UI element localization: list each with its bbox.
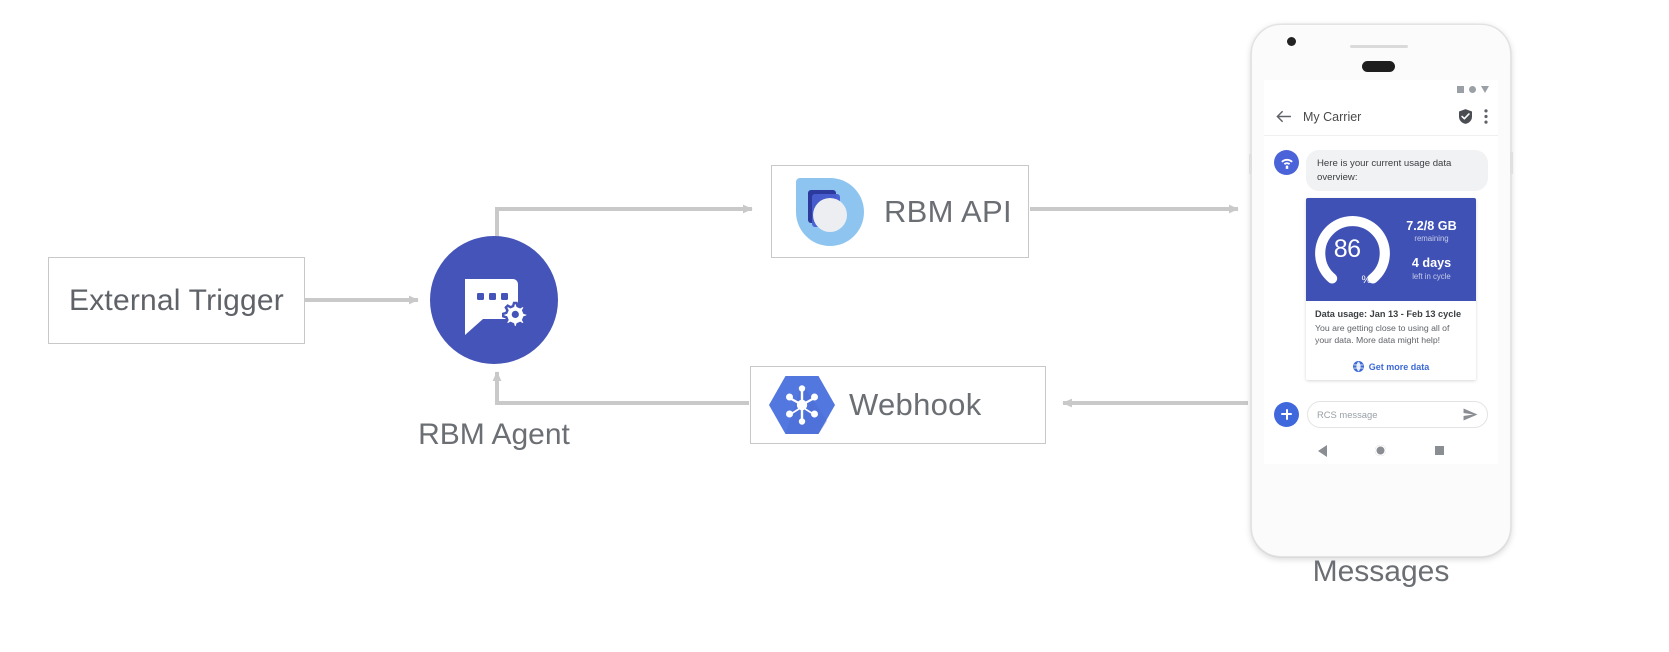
webhook-node[interactable]: Webhook	[750, 366, 1046, 444]
rbm-agent-circle	[430, 236, 558, 364]
rich-card[interactable]: 86 % 7.2/8 GB remaining 4 days le	[1306, 198, 1476, 381]
phone-mockup: My Carrier	[1249, 24, 1513, 557]
status-bar	[1264, 80, 1498, 98]
rbm-api-node[interactable]: RBM API	[771, 165, 1029, 258]
power-button[interactable]	[1510, 152, 1513, 174]
app-bar-title: My Carrier	[1303, 109, 1362, 124]
gauge-value: 86 %	[1310, 207, 1395, 292]
rbm-api-label: RBM API	[884, 193, 1012, 229]
nav-recents-icon[interactable]	[1434, 446, 1444, 455]
card-title: Data usage: Jan 13 - Feb 13 cycle	[1315, 309, 1462, 320]
stat-sub: left in cycle	[1412, 271, 1451, 281]
volume-button[interactable]	[1249, 154, 1252, 174]
gauge-percent-sign: %	[1361, 274, 1372, 287]
rcs-wifi-glyph	[1280, 158, 1293, 169]
rbm-agent-node[interactable]: RBM Agent	[418, 236, 570, 451]
carrier-brand-icon	[1274, 150, 1299, 175]
verified-shield-icon	[1459, 109, 1472, 124]
earpiece	[1362, 61, 1395, 72]
cloud-functions-hexagon-icon	[769, 376, 835, 434]
stat-data-remaining: 7.2/8 GB remaining	[1395, 219, 1468, 243]
card-action-button[interactable]: Get more data	[1306, 352, 1476, 380]
back-arrow-icon[interactable]	[1276, 110, 1291, 123]
speaker-grille	[1350, 45, 1408, 48]
phone-screen: My Carrier	[1264, 80, 1498, 464]
card-description: You are getting close to using all of yo…	[1315, 323, 1450, 346]
dot-icon	[1469, 85, 1476, 93]
external-trigger-label: External Trigger	[69, 283, 284, 317]
connector-webhook-to-agent	[492, 371, 749, 405]
connector-agent-to-api	[495, 204, 753, 238]
stat-days-left: 4 days left in cycle	[1395, 256, 1468, 280]
triangle-down-icon	[1481, 85, 1489, 93]
data-usage-gauge: 86 %	[1310, 207, 1475, 369]
webhook-label: Webhook	[849, 387, 982, 422]
messages-label: Messages	[1312, 555, 1450, 588]
send-icon[interactable]	[1463, 407, 1478, 421]
stat-main: 4 days	[1411, 256, 1452, 271]
message-composer: RCS message	[1264, 392, 1498, 436]
gauge-number: 86	[1333, 235, 1361, 264]
card-action-label: Get more data	[1368, 361, 1430, 372]
nav-home-icon[interactable]	[1375, 445, 1387, 456]
nav-back-icon[interactable]	[1318, 444, 1328, 457]
globe-icon	[1352, 361, 1364, 373]
app-bar: My Carrier	[1264, 98, 1498, 136]
android-nav-bar	[1264, 437, 1498, 464]
rbm-agent-label: RBM Agent	[418, 418, 570, 451]
stat-main: 7.2/8 GB	[1406, 218, 1457, 233]
card-stats: 7.2/8 GB remaining 4 days left in cycle	[1395, 219, 1470, 281]
overflow-menu-icon[interactable]	[1484, 109, 1488, 124]
incoming-message-row: Here is your current usage data overview…	[1274, 150, 1488, 192]
conversation-area: Here is your current usage data overview…	[1264, 136, 1498, 411]
message-bubble: Here is your current usage data overview…	[1306, 150, 1488, 192]
card-body: Data usage: Jan 13 - Feb 13 cycle You ar…	[1306, 301, 1476, 352]
front-camera-icon	[1287, 37, 1296, 46]
chat-gear-icon	[465, 279, 529, 335]
rcs-message-input[interactable]: RCS message	[1307, 400, 1488, 428]
external-trigger-node[interactable]: External Trigger	[48, 257, 305, 344]
stat-sub: remaining	[1414, 234, 1449, 244]
card-media: 86 % 7.2/8 GB remaining 4 days le	[1306, 198, 1476, 369]
rbm-api-logo-icon	[796, 177, 864, 246]
plus-icon[interactable]	[1274, 401, 1299, 427]
square-icon	[1457, 85, 1464, 93]
rcs-message-placeholder: RCS message	[1317, 408, 1378, 420]
